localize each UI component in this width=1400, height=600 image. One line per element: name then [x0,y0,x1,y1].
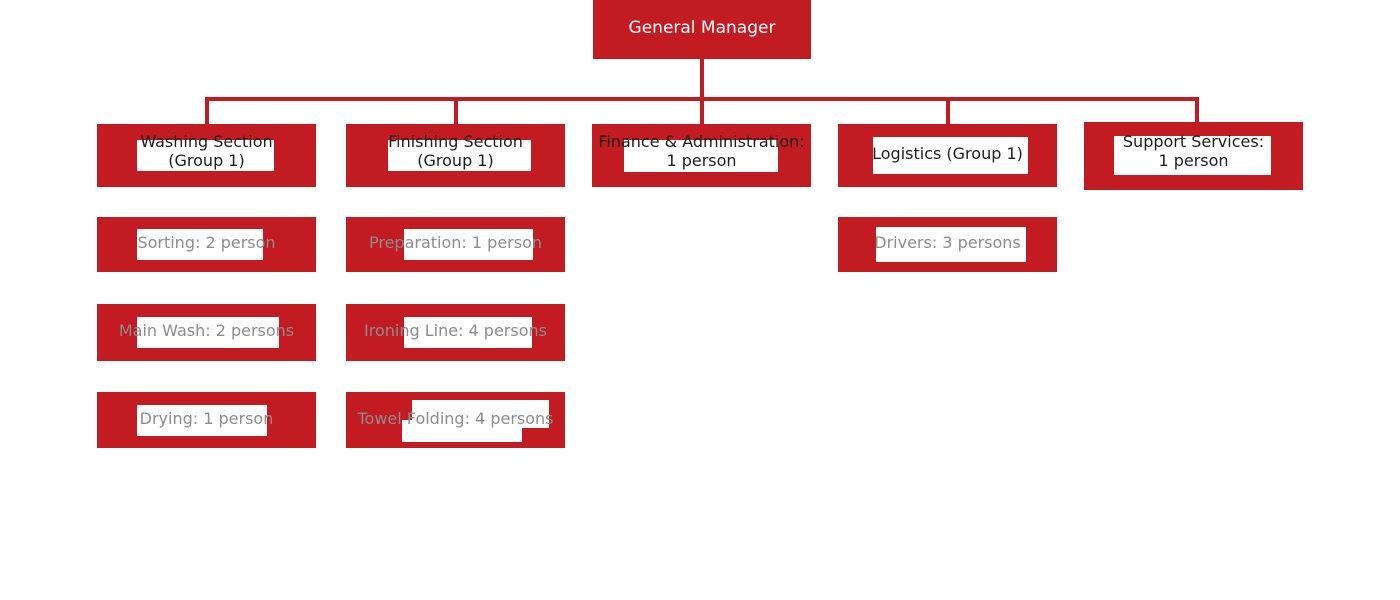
node-washing-section-label: Washing Section (Group 1) [140,132,273,170]
node-main-wash-label: Main Wash: 2 persons [118,321,295,340]
node-drivers[interactable]: Drivers: 3 persons [838,217,1057,272]
connector-root-stem [700,59,704,101]
node-drying[interactable]: Drying: 1 person [97,392,316,448]
node-drying-label: Drying: 1 person [139,409,274,428]
sorting-plate [137,229,263,260]
ironing-line-plate [404,317,532,348]
node-drivers-label: Drivers: 3 persons [874,233,1021,252]
node-ironing-line-label: Ironing Line: 4 persons [364,321,547,340]
node-logistics[interactable]: Logistics (Group 1) [838,124,1057,187]
node-general-manager-label: General Manager [628,18,776,38]
connector-drop-support [1195,97,1199,124]
node-support-services-label: Support Services: 1 person [1122,132,1265,170]
towel-folding-plate-lower [402,420,522,442]
node-ironing-line[interactable]: Ironing Line: 4 persons [346,304,565,361]
washing-section-plate [137,140,274,171]
node-preparation-label: Preparation: 1 person [368,233,542,252]
node-finance-administration[interactable]: Finance & Administration: 1 person [592,124,811,187]
node-general-manager[interactable]: General Manager [593,0,811,59]
finishing-section-plate [388,140,531,171]
node-finance-administration-label: Finance & Administration: 1 person [598,132,805,170]
support-services-plate [1114,136,1271,175]
node-sorting-label: Sorting: 2 person [137,233,276,252]
node-finishing-section-label: Finishing Section (Group 1) [388,132,523,170]
drivers-plate [876,227,1026,262]
finance-administration-plate [624,140,778,172]
node-washing-section[interactable]: Washing Section (Group 1) [97,124,316,187]
connector-drop-finance [700,97,704,124]
connector-drop-finishing [454,97,458,124]
node-logistics-label: Logistics (Group 1) [872,144,1023,163]
node-sorting[interactable]: Sorting: 2 person [97,217,316,272]
connector-drop-logistics [946,97,950,124]
node-main-wash[interactable]: Main Wash: 2 persons [97,304,316,361]
node-towel-folding[interactable]: Towel Folding: 4 persons [346,392,565,448]
preparation-plate [404,229,533,260]
drying-plate [137,405,267,436]
node-preparation[interactable]: Preparation: 1 person [346,217,565,272]
node-finishing-section[interactable]: Finishing Section (Group 1) [346,124,565,187]
node-support-services[interactable]: Support Services: 1 person [1084,122,1303,190]
main-wash-plate [137,317,279,348]
logistics-plate [873,137,1028,174]
connector-drop-washing [205,97,209,124]
node-towel-folding-label: Towel Folding: 4 persons [357,409,554,428]
